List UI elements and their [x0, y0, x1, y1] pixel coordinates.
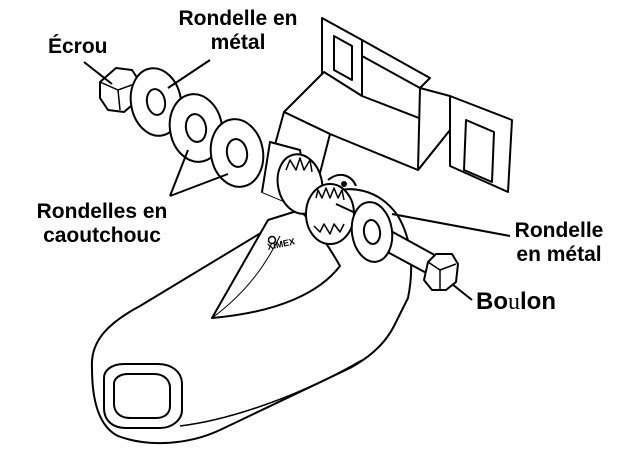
label-boulon-part3: lon [520, 288, 556, 315]
label-rondelle-metal-right-line1: Rondelle [514, 219, 604, 242]
rubber-washer-2 [209, 118, 265, 188]
mounting-bracket [261, 17, 513, 215]
label-rondelles-caoutchouc-line2: caoutchouc [43, 224, 161, 247]
leader-boulon [451, 283, 473, 301]
metal-washer-top [129, 67, 183, 137]
label-rondelles-caoutchouc: Rondelles en caoutchouc [4, 200, 200, 248]
label-boulon-part1: Bo [476, 288, 508, 315]
leader-ecrou [83, 61, 113, 85]
ratchet-gear [305, 183, 355, 245]
label-rondelle-metal-right-line2: en métal [516, 243, 602, 266]
label-rondelle-metal-top-line1: Rondelle en [178, 7, 298, 30]
label-rondelle-metal-top-line2: métal [210, 31, 266, 54]
label-boulon: Boulon [476, 288, 556, 316]
bolt-head [423, 253, 459, 291]
rubber-washer-1 [168, 93, 224, 163]
label-ecrou: Écrou [48, 35, 108, 58]
leader-rondelle-metal-top [167, 59, 211, 89]
leader-rondelle-caoutchouc-2 [169, 173, 229, 197]
label-rondelle-metal-top: Rondelle en métal [172, 7, 304, 55]
leader-rondelle-metal-right [391, 213, 511, 237]
label-rondelle-metal-right: Rondelle en métal [493, 219, 625, 267]
leader-lines [83, 59, 511, 301]
label-boulon-part2: u [508, 289, 520, 315]
metal-washer-right [350, 201, 394, 263]
label-rondelles-caoutchouc-line1: Rondelles en [36, 200, 168, 223]
leader-rondelle-caoutchouc-1 [169, 149, 189, 197]
